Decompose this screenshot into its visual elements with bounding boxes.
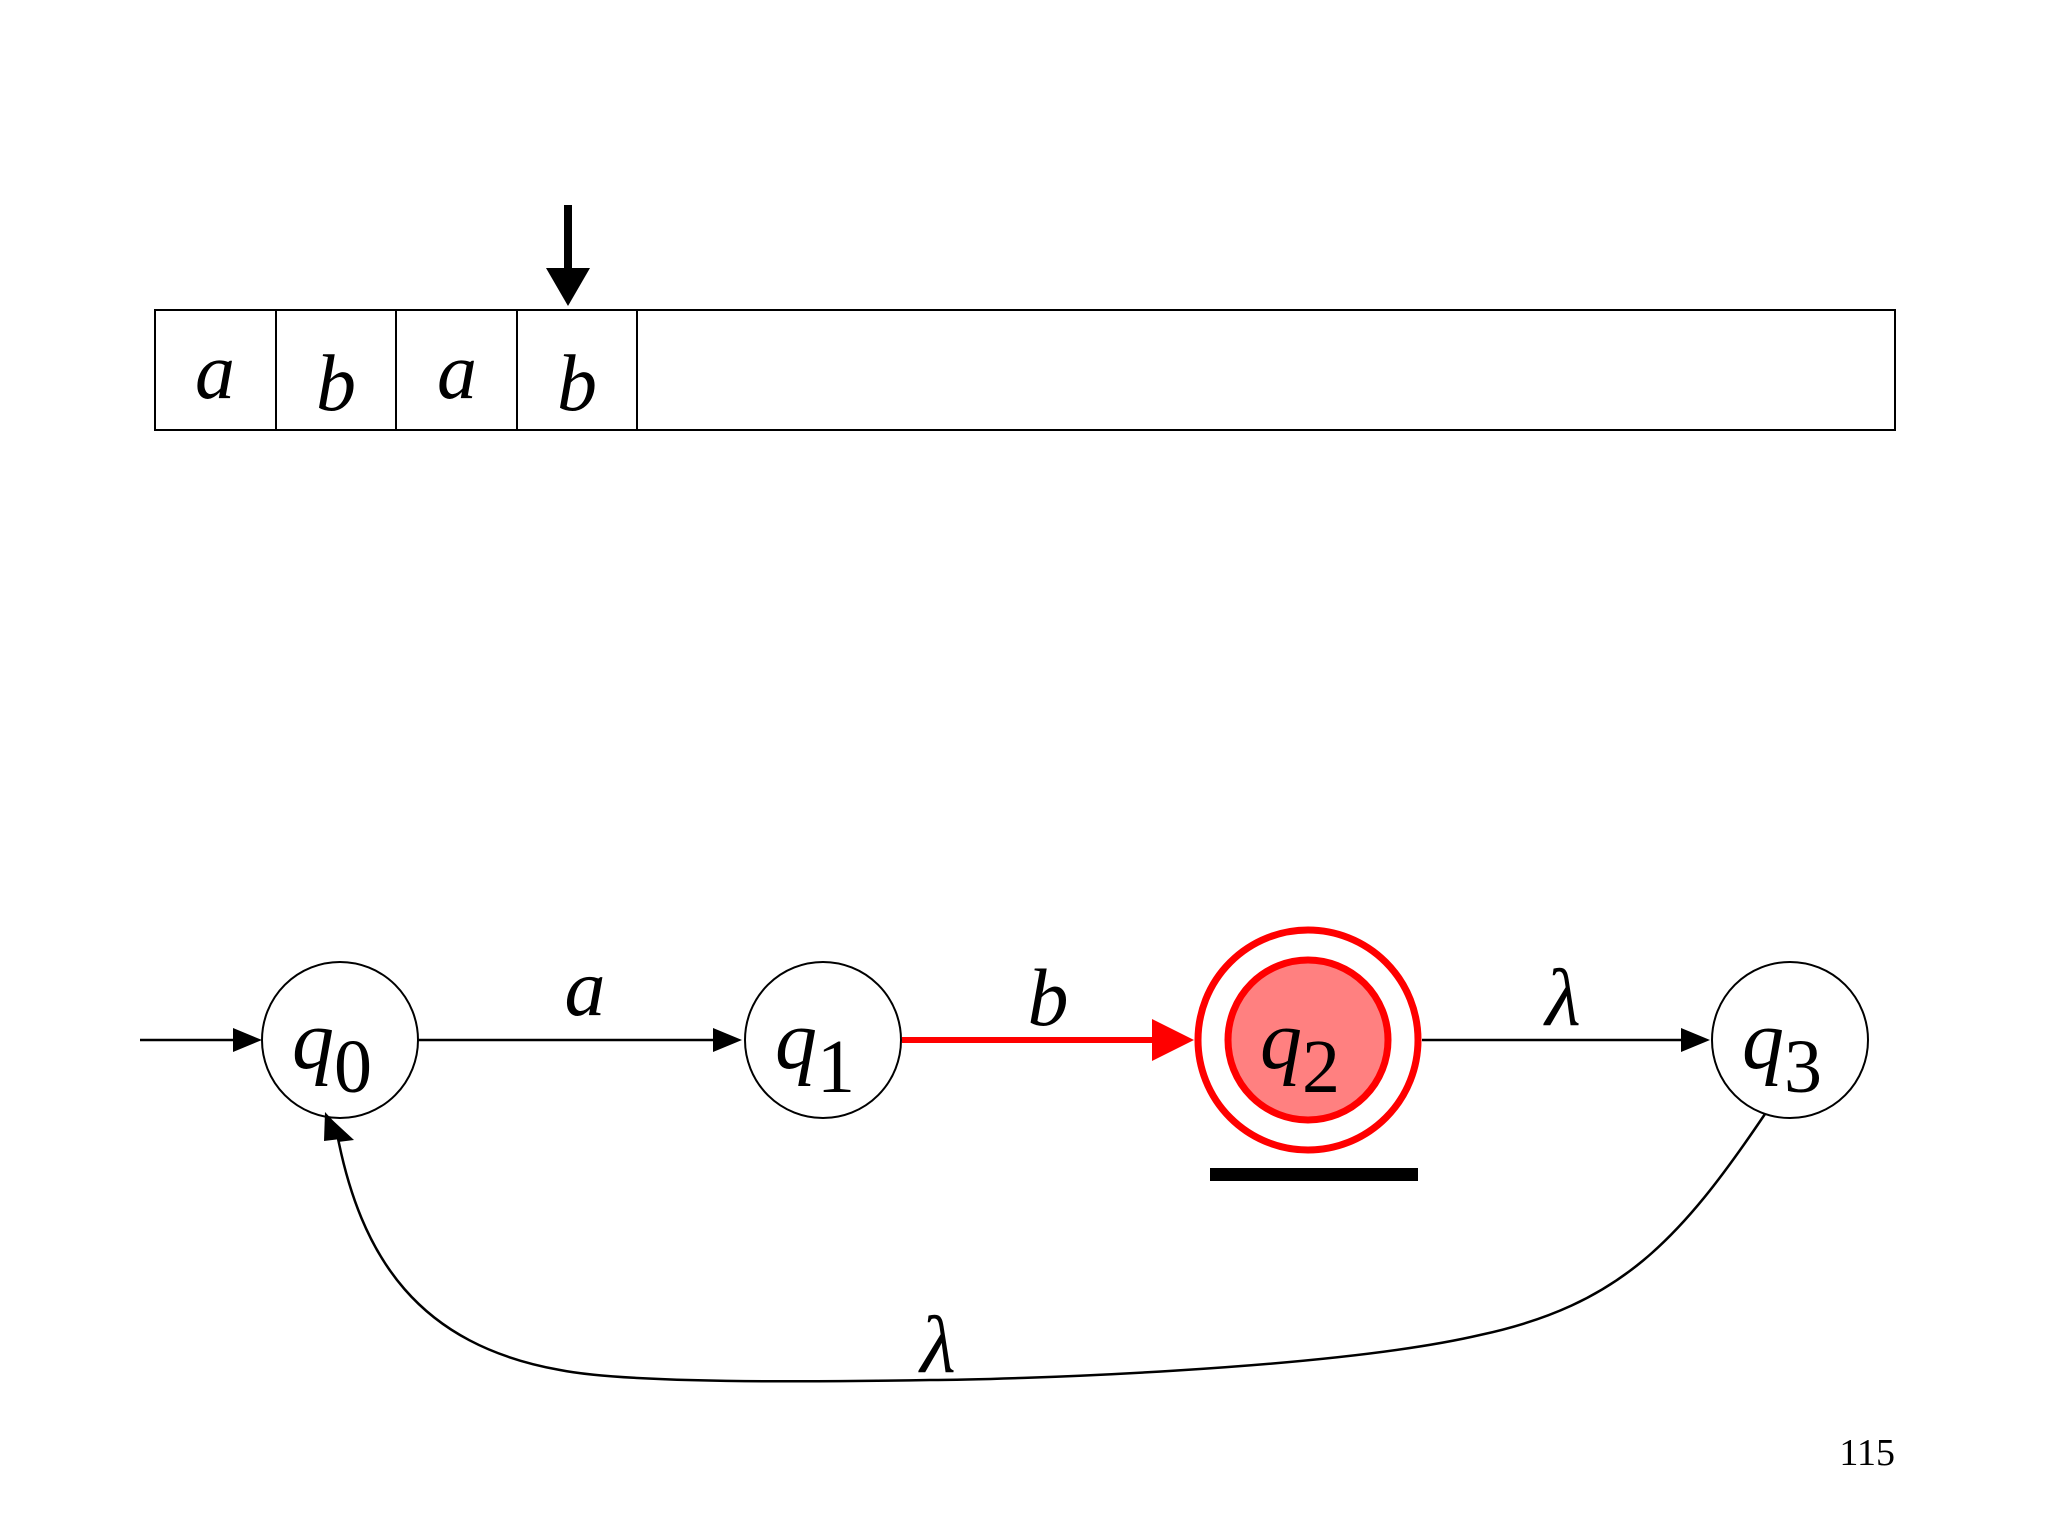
state-q0: q0 [261,961,419,1119]
tape-head-arrow-icon [546,205,590,306]
current-state-underline [1210,1168,1418,1181]
transition-label-lambda-2: λ [918,1299,956,1390]
transition-q2-q3 [1422,1028,1710,1052]
state-sub-q1: 1 [817,1025,855,1109]
state-q3: q3 [1711,961,1869,1119]
page-number: 115 [1839,1432,1895,1474]
svg-text:q0: q0 [292,994,372,1109]
svg-text:q3: q3 [1742,994,1822,1109]
state-circle [744,961,902,1119]
tape-cell-3: a [437,328,477,416]
transition-q1-q2-highlighted [902,1019,1194,1061]
svg-text:q1: q1 [775,994,855,1109]
transition-q0-q1 [418,1028,742,1052]
state-sub-q0: 0 [334,1025,372,1109]
tape-cell-1: a [195,328,235,416]
state-name-q3: q [1742,994,1784,1087]
tape-cell-2: b [316,340,356,428]
state-sub-q3: 3 [1784,1025,1822,1109]
state-circle [261,961,419,1119]
svg-text:q2: q2 [1260,994,1340,1109]
transition-label-b: b [1028,952,1069,1043]
state-circle [1711,961,1869,1119]
state-name-q0: q [292,994,334,1087]
transition-label-a: a [565,942,606,1033]
tape-frame [154,309,1896,431]
active-state-circle [1224,956,1392,1124]
input-tape: a b a b [154,309,1896,431]
transition-q3-q0 [324,1112,1767,1383]
state-sub-q2: 2 [1302,1025,1340,1109]
state-name-q2: q [1260,994,1302,1087]
transition-label-lambda-1: λ [1543,952,1581,1043]
state-name-q1: q [775,994,817,1087]
start-arrow-icon [140,1028,262,1052]
state-q1: q1 [744,961,902,1119]
state-q2-active-final: q2 [1194,926,1422,1181]
tape-cell-4: b [557,340,597,428]
